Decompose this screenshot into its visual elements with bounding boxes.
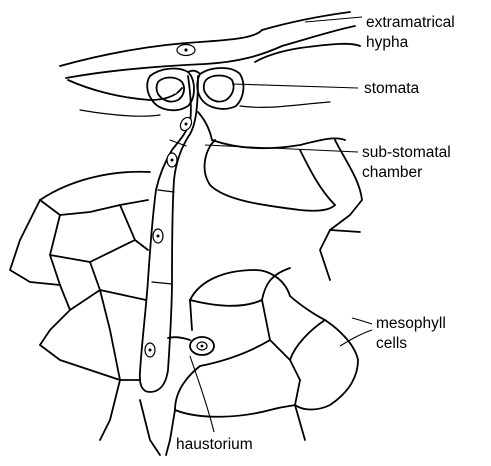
label-hypha: hypha — [366, 34, 409, 51]
label-extramatrical: extramatrical — [366, 14, 455, 31]
label-cells: cells — [376, 335, 407, 352]
label-haustorium: haustorium — [176, 436, 253, 453]
label-chamber: chamber — [362, 164, 422, 181]
left-mesophyll — [10, 172, 160, 455]
label-mesophyll: mesophyll — [376, 315, 446, 332]
substomatal-chamber — [198, 112, 345, 148]
label-stomata: stomata — [364, 80, 420, 97]
label-sub-stomatal: sub-stomatal — [362, 144, 451, 161]
right-mesophyll-lower — [166, 268, 358, 455]
right-mesophyll-upper — [205, 140, 362, 280]
leader-lines — [190, 17, 372, 432]
epidermis — [68, 44, 360, 116]
haustorium — [168, 337, 214, 355]
stomata-guard-cells — [147, 68, 243, 110]
